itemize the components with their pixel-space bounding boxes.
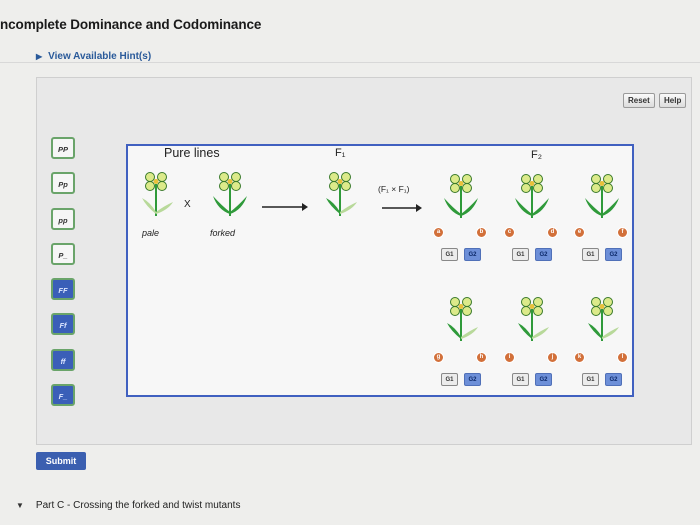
page-title: ncomplete Dominance and Codominance xyxy=(0,17,262,32)
g1-drop-box[interactable]: G1 xyxy=(441,373,458,386)
pure-lines-label: Pure lines xyxy=(164,146,220,160)
genotype-tile-Ff[interactable]: Ff xyxy=(51,313,75,335)
g2-drop-box[interactable]: G2 xyxy=(535,373,552,386)
arrow-icon xyxy=(262,203,308,211)
cross-diagram xyxy=(126,144,634,397)
f2-slot-marker: c xyxy=(504,227,515,238)
plant-icon xyxy=(515,174,549,218)
f2-slot-marker: d xyxy=(547,227,558,238)
cross-label: (F₁ × F₁) xyxy=(378,184,410,194)
f2-slot-marker: g xyxy=(433,352,444,363)
f2-slot-marker: i xyxy=(504,352,515,363)
plant-icon xyxy=(142,172,173,216)
caret-down-icon: ▼ xyxy=(16,501,24,510)
g1-drop-box[interactable]: G1 xyxy=(512,248,529,261)
plant-icon xyxy=(444,174,478,218)
help-button[interactable]: Help xyxy=(659,93,687,108)
g2-drop-box[interactable]: G2 xyxy=(605,373,622,386)
f2-slot-marker: l xyxy=(617,352,628,363)
view-hints-label: View Available Hint(s) xyxy=(48,51,152,62)
genotype-tile-F_[interactable]: F_ xyxy=(51,384,75,406)
genotype-tile-PP[interactable]: PP xyxy=(51,137,75,159)
g2-drop-box[interactable]: G2 xyxy=(605,248,622,261)
g1-drop-box[interactable]: G1 xyxy=(441,248,458,261)
f2-slot-marker: e xyxy=(574,227,585,238)
g1-drop-box[interactable]: G1 xyxy=(582,373,599,386)
f2-slot-marker: j xyxy=(547,352,558,363)
view-hints-toggle[interactable]: ▶ View Available Hint(s) xyxy=(36,51,151,62)
genotype-tile-P_[interactable]: P_ xyxy=(51,243,75,265)
g2-drop-box[interactable]: G2 xyxy=(535,248,552,261)
f2-slot-marker: k xyxy=(574,352,585,363)
f2-slot-marker: a xyxy=(433,227,444,238)
f2-label: F₂ xyxy=(531,149,542,161)
g1-drop-box[interactable]: G1 xyxy=(582,248,599,261)
forked-label: forked xyxy=(210,228,236,238)
genotype-tile-FF[interactable]: FF xyxy=(51,278,75,300)
genotype-tile-ff[interactable]: ff xyxy=(51,349,75,371)
f2-slot-marker: h xyxy=(476,352,487,363)
caret-right-icon: ▶ xyxy=(36,52,43,61)
f2-slot-marker: f xyxy=(617,227,628,238)
part-c-row[interactable]: ▼ Part C - Crossing the forked and twist … xyxy=(16,500,240,511)
plant-icon xyxy=(518,297,549,341)
plant-icon xyxy=(447,297,478,341)
plant-icon xyxy=(213,172,247,216)
part-c-label: Part C - Crossing the forked and twist m… xyxy=(35,500,241,511)
reset-button[interactable]: Reset xyxy=(623,93,655,108)
cross-x-label: X xyxy=(184,199,191,210)
plant-icon xyxy=(585,174,619,218)
plant-icon xyxy=(588,297,619,341)
g1-drop-box[interactable]: G1 xyxy=(512,373,529,386)
genotype-tile-pp[interactable]: pp xyxy=(51,208,75,230)
genotype-tile-Pp[interactable]: Pp xyxy=(51,172,75,194)
f2-slot-marker: b xyxy=(476,227,487,238)
divider xyxy=(0,62,700,63)
plant-icon xyxy=(326,172,357,216)
g2-drop-box[interactable]: G2 xyxy=(464,248,481,261)
submit-button[interactable]: Submit xyxy=(36,452,86,470)
f1-label: F₁ xyxy=(335,147,346,159)
pale-label: pale xyxy=(142,228,160,238)
g2-drop-box[interactable]: G2 xyxy=(464,373,481,386)
arrow-icon xyxy=(382,204,422,212)
